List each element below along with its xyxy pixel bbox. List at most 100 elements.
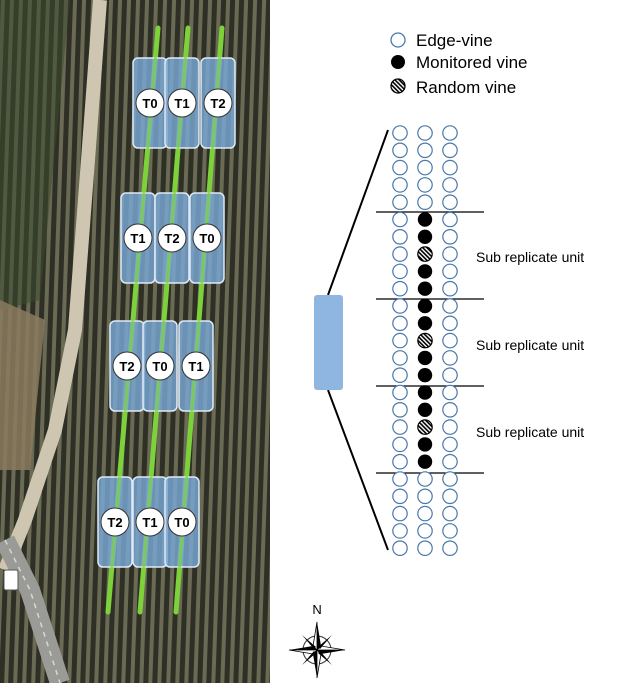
treatment-badge [203, 88, 233, 118]
compass-needle-east [317, 650, 345, 654]
bare-field [0, 300, 45, 470]
treatment-badge [167, 507, 197, 537]
edge-vine [442, 315, 458, 332]
treatment-label: T0 [152, 359, 167, 374]
monitored-vine [417, 402, 433, 417]
edge-vine [392, 229, 408, 245]
edge-vine [392, 298, 408, 314]
edge-vine [392, 332, 408, 349]
compass-needle-south [313, 650, 317, 678]
treatment-badge [100, 507, 130, 537]
vine-schematic: Sub replicate unit Sub replicate unit Su… [376, 125, 584, 556]
legend-label-random: Random vine [416, 78, 516, 97]
monitored-vine-icon [391, 55, 405, 69]
left-field [0, 0, 70, 310]
edge-vine [442, 505, 458, 522]
edge-vine [442, 453, 458, 470]
edge-vine [442, 367, 458, 383]
edge-vine [442, 211, 458, 228]
compass-needle-ne [318, 635, 332, 649]
monitored-vine [417, 316, 433, 331]
treatment-label: T1 [130, 231, 145, 246]
treatment-badge [112, 351, 142, 381]
monitored-vine [417, 454, 433, 469]
edge-vine [442, 332, 458, 349]
edge-vine [442, 471, 458, 487]
compass-needle-se [318, 651, 332, 665]
edge-vine [392, 540, 408, 556]
monitored-vine [417, 264, 433, 279]
treatment-badge [123, 223, 153, 253]
monitored-vine [417, 350, 433, 366]
treatment-badge [192, 223, 222, 253]
edge-vine-icon [390, 32, 406, 48]
edge-vine [392, 246, 408, 262]
zoom-connector [314, 129, 389, 551]
compass-needle-sw [302, 651, 316, 665]
edge-vine [417, 125, 433, 141]
edge-vine [392, 125, 408, 141]
random-vine-icon [390, 78, 406, 94]
monitored-vine [417, 298, 433, 314]
edge-vine [442, 142, 458, 159]
compass-needle-west [289, 646, 317, 650]
edge-vine [417, 159, 433, 176]
edge-vine [417, 142, 433, 159]
random-vine [417, 419, 433, 435]
edge-vine [442, 159, 458, 176]
treatment-label: T2 [107, 515, 122, 530]
treatment-label: T1 [142, 515, 157, 530]
treatment-badge [157, 223, 187, 253]
edge-vine [392, 488, 408, 505]
edge-vine [442, 419, 458, 435]
edge-vine [442, 540, 458, 556]
edge-vine [417, 471, 433, 487]
edge-vine [392, 315, 408, 332]
monitored-vine [417, 229, 433, 244]
edge-vine [442, 246, 458, 262]
edge-vine [392, 453, 408, 470]
random-vine [417, 332, 433, 349]
edge-vine [392, 280, 408, 297]
treatment-badge [135, 507, 165, 537]
edge-vine [392, 159, 408, 176]
plot-marker [314, 295, 343, 390]
edge-vine [392, 419, 408, 435]
edge-vine [442, 263, 458, 280]
edge-vine [392, 211, 408, 228]
compass-rose: N [288, 602, 346, 679]
treatment-badge [145, 351, 175, 381]
monitored-vine [417, 385, 433, 400]
edge-vine [442, 125, 458, 141]
edge-vine [442, 194, 458, 210]
compass-needle-north [317, 622, 321, 650]
edge-vine [417, 540, 433, 556]
legend-label-monitored: Monitored vine [416, 53, 528, 72]
edge-vine [442, 177, 458, 193]
edge-vine [392, 177, 408, 193]
treatment-badge [181, 351, 211, 381]
edge-vine [392, 350, 408, 366]
edge-vine [417, 194, 433, 210]
edge-vine [392, 401, 408, 418]
edge-vine [442, 488, 458, 505]
edge-vine [417, 177, 433, 193]
monitored-vine [417, 212, 433, 227]
edge-vine [442, 298, 458, 314]
edge-vine [442, 229, 458, 245]
sub-replicate-label: Sub replicate unit [476, 337, 584, 353]
connector-line-bottom [327, 389, 389, 551]
monitored-vine [417, 437, 433, 452]
edge-vine [392, 194, 408, 210]
dirt-road [0, 0, 107, 573]
treatment-label: T0 [174, 515, 189, 530]
north-label: N [312, 602, 321, 617]
edge-vine [442, 280, 458, 297]
treatment-label: T2 [210, 96, 225, 111]
edge-vine [442, 436, 458, 453]
sub-replicate-label: Sub replicate unit [476, 249, 584, 265]
edge-vine [442, 384, 458, 401]
edge-vine [392, 523, 408, 539]
vehicle [3, 569, 19, 591]
